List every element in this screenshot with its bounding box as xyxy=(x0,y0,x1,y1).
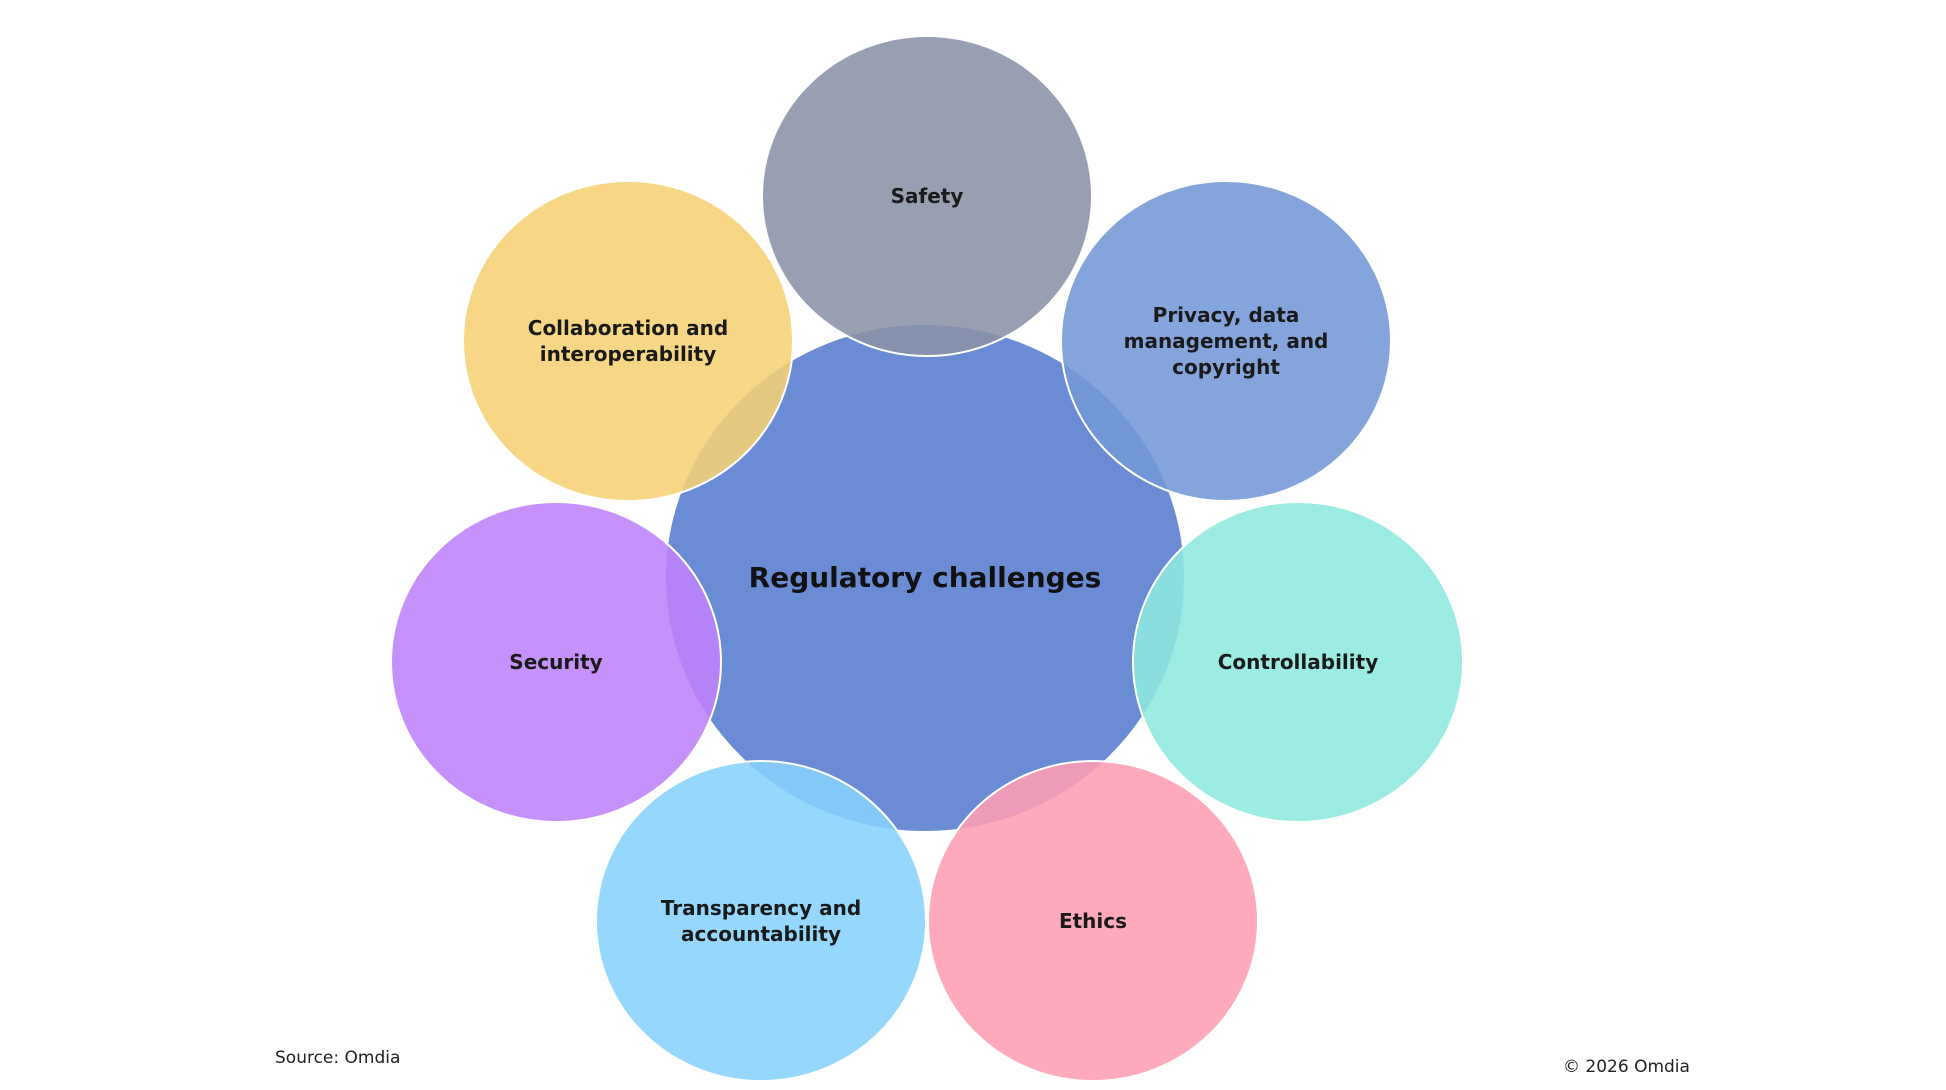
transparency-label-line: accountability xyxy=(681,922,841,946)
controllability-label-line: Controllability xyxy=(1218,650,1379,674)
privacy-label-line: copyright xyxy=(1172,355,1280,379)
copyright-note: © 2026 Omdia xyxy=(1563,1057,1690,1077)
collaboration-label-line: Collaboration and xyxy=(528,316,728,340)
collaboration-circle xyxy=(462,180,794,502)
safety-circle xyxy=(761,35,1093,357)
controllability-label: Controllability xyxy=(1218,650,1379,674)
ethics-circle xyxy=(927,760,1259,1082)
ethics-label: Ethics xyxy=(1059,909,1127,933)
privacy-label-line: management, and xyxy=(1124,329,1329,353)
transparency-circle xyxy=(595,760,927,1082)
security-label: Security xyxy=(509,650,602,674)
privacy-circle xyxy=(1060,180,1392,502)
safety-label-line: Safety xyxy=(891,184,964,208)
ethics-label-line: Ethics xyxy=(1059,909,1127,933)
collaboration-label-line: interoperability xyxy=(540,342,717,366)
controllability-circle xyxy=(1132,501,1464,823)
security-circle xyxy=(390,501,722,823)
safety-label: Safety xyxy=(891,184,964,208)
privacy-label-line: Privacy, data xyxy=(1153,303,1300,327)
circles-layer xyxy=(390,35,1464,1082)
security-label-line: Security xyxy=(509,650,602,674)
transparency-label-line: Transparency and xyxy=(661,896,861,920)
source-note: Source: Omdia xyxy=(275,1048,401,1068)
center-label: Regulatory challenges xyxy=(749,561,1102,594)
